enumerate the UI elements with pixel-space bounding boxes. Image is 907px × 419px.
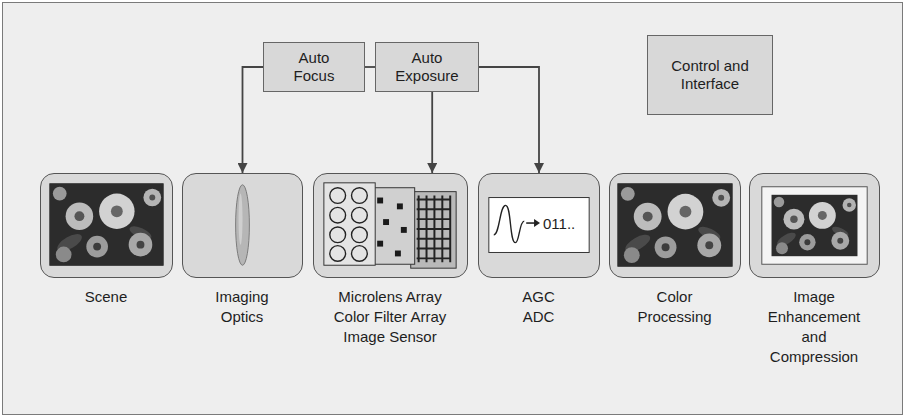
filter-cell bbox=[377, 241, 383, 247]
illustration-part bbox=[330, 188, 346, 204]
flower-picture bbox=[772, 195, 858, 257]
stage-label: ADC bbox=[478, 307, 600, 327]
illustration-part bbox=[330, 246, 346, 262]
illustration-part bbox=[352, 227, 368, 243]
stage-box: Microlens ArrayColor Filter ArrayImage S… bbox=[313, 173, 468, 278]
stage-caption: Imaging Optics bbox=[197, 287, 287, 327]
box-label: Auto Exposure bbox=[392, 49, 462, 85]
digital-output-text: 011.. bbox=[543, 215, 575, 233]
convert-arrow-head bbox=[534, 219, 540, 227]
connector-arrow bbox=[431, 92, 433, 173]
flower-picture bbox=[618, 184, 732, 266]
stage-label: Color Processing bbox=[630, 287, 720, 327]
sensor-stack-picture bbox=[314, 174, 467, 277]
illustration-part bbox=[352, 246, 368, 262]
lens-shape bbox=[236, 185, 250, 265]
microlens-panel bbox=[324, 183, 375, 265]
filter-cell bbox=[395, 251, 401, 257]
stage-box: Scene bbox=[40, 173, 173, 278]
stage-label: Color Filter Array bbox=[305, 307, 475, 327]
stage-label: Image Sensor bbox=[305, 327, 475, 347]
control-box: Auto Exposure bbox=[375, 42, 479, 92]
connector-arrow bbox=[243, 67, 264, 173]
enhanced-picture bbox=[750, 174, 879, 277]
stage-box: AGCADC011.. bbox=[478, 173, 600, 278]
control-box: Control and Interface bbox=[647, 35, 773, 115]
color-picture bbox=[610, 174, 740, 277]
pixel-grid bbox=[417, 196, 451, 263]
filter-cell bbox=[397, 203, 403, 209]
stage-caption: Scene bbox=[40, 287, 173, 307]
connector-arrow bbox=[479, 67, 539, 173]
lens-picture bbox=[183, 174, 302, 277]
stage-box: Color Processing bbox=[609, 173, 741, 278]
stage-caption: Image Enhancement and Compression bbox=[759, 287, 869, 367]
box-label: Auto Focus bbox=[280, 49, 348, 85]
stage-label: Image Enhancement and Compression bbox=[759, 287, 869, 367]
signal-panel bbox=[489, 198, 589, 253]
stage-label: Imaging Optics bbox=[197, 287, 287, 327]
filter-cell bbox=[383, 219, 389, 225]
scene-picture bbox=[41, 174, 172, 277]
control-box: Auto Focus bbox=[263, 42, 365, 92]
stage-caption: AGCADC bbox=[478, 287, 600, 327]
stage-box: Imaging Optics bbox=[182, 173, 303, 278]
box-label: Control and Interface bbox=[664, 57, 756, 93]
connector-arrow bbox=[365, 66, 375, 68]
lens-highlight bbox=[239, 194, 243, 245]
picture-border bbox=[50, 184, 163, 265]
stage-box: Image Enhancement and Compression bbox=[749, 173, 880, 278]
stage-label: Scene bbox=[40, 287, 173, 307]
stage-label: Microlens Array bbox=[305, 287, 475, 307]
microlens-circles bbox=[330, 188, 368, 262]
stage-caption: Microlens ArrayColor Filter ArrayImage S… bbox=[305, 287, 475, 347]
stage-label: AGC bbox=[478, 287, 600, 307]
flower-picture bbox=[50, 184, 163, 265]
illustration-part bbox=[330, 227, 346, 243]
adc-picture bbox=[479, 174, 599, 277]
filter-cell bbox=[401, 227, 407, 233]
picture-frame bbox=[762, 187, 867, 264]
illustration-part bbox=[352, 207, 368, 223]
illustration-part bbox=[330, 207, 346, 223]
illustration-part bbox=[352, 188, 368, 204]
picture-border bbox=[618, 184, 732, 266]
sensor-panel bbox=[411, 192, 456, 269]
stage-caption: Color Processing bbox=[630, 287, 720, 327]
analog-wave bbox=[494, 205, 524, 242]
filter-cell bbox=[377, 198, 383, 204]
filter-panel bbox=[369, 188, 414, 265]
